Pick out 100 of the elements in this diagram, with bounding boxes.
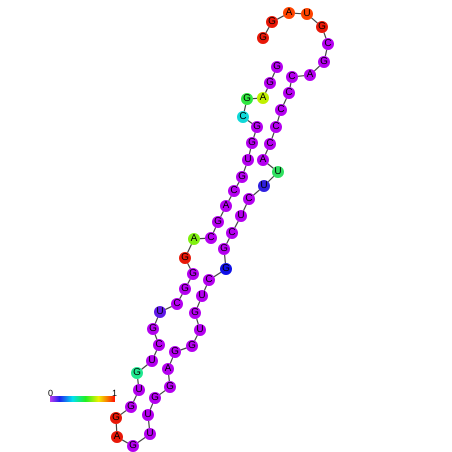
backbone-line bbox=[212, 227, 216, 233]
backbone-line bbox=[179, 294, 183, 299]
nucleotide-circle: C bbox=[283, 87, 295, 99]
scale-label: 1 bbox=[112, 389, 118, 398]
scale-label: 0 bbox=[48, 389, 54, 398]
backbone-line bbox=[220, 211, 224, 217]
backbone-line bbox=[154, 334, 158, 340]
nucleotide-circle: A bbox=[304, 69, 316, 81]
nucleotide-circle: C bbox=[322, 38, 334, 50]
nucleotide-circle: U bbox=[144, 428, 156, 440]
backbone-line bbox=[224, 254, 226, 264]
nucleotide-circle: G bbox=[169, 346, 181, 358]
nucleotide-circle: G bbox=[131, 367, 143, 379]
backbone-line bbox=[283, 98, 287, 105]
backbone-line bbox=[194, 335, 198, 341]
nucleotide-circle: G bbox=[127, 440, 139, 452]
nucleotide-circle: G bbox=[251, 121, 263, 133]
backbone-line bbox=[243, 204, 247, 211]
nucleotide-circle: A bbox=[162, 363, 174, 375]
backbone-line bbox=[267, 163, 274, 169]
nucleotide-circle: G bbox=[186, 340, 198, 352]
backbone-line bbox=[226, 238, 230, 244]
nucleotide-circle: C bbox=[286, 71, 298, 83]
nucleotide-circle: G bbox=[220, 263, 232, 275]
nucleotide-circle: G bbox=[246, 137, 258, 149]
backbone-line bbox=[187, 279, 191, 284]
nucleotide-circle: C bbox=[237, 111, 249, 123]
nucleotide-circle: C bbox=[275, 104, 287, 116]
nucleotide-circle: G bbox=[241, 93, 253, 105]
nucleotide-circle: U bbox=[272, 166, 284, 178]
backbone-line bbox=[204, 285, 208, 291]
nucleotide-circle: G bbox=[149, 392, 161, 404]
backbone-line bbox=[165, 306, 172, 310]
nucleotide-circle: G bbox=[179, 283, 191, 295]
nucleotide-circle: G bbox=[266, 16, 278, 28]
nucleotide-circle: C bbox=[264, 138, 276, 150]
nucleotide-circle: C bbox=[171, 298, 183, 310]
nucleotide-circle: A bbox=[257, 92, 269, 104]
backbone-line bbox=[248, 148, 252, 154]
nucleotide-circle: U bbox=[146, 355, 158, 367]
nucleotide-circle: G bbox=[187, 268, 199, 280]
nucleotide-circle: C bbox=[205, 232, 217, 244]
backbone-line bbox=[272, 72, 276, 78]
backbone-line bbox=[168, 374, 170, 382]
nucleotide-circle: U bbox=[154, 306, 166, 318]
backbone-line bbox=[311, 17, 318, 24]
nucleotide-circle: C bbox=[228, 185, 240, 197]
nucleotide-circle: G bbox=[257, 32, 269, 44]
backbone-line bbox=[277, 116, 280, 122]
nucleotide-circle: U bbox=[196, 290, 208, 302]
backbone-line bbox=[324, 50, 328, 56]
backbone-line bbox=[137, 378, 139, 384]
backbone-line bbox=[122, 439, 128, 444]
backbone-line bbox=[138, 436, 146, 444]
backbone-line bbox=[244, 104, 246, 112]
nucleotide-circle: U bbox=[258, 180, 270, 192]
backbone-line bbox=[187, 263, 191, 269]
backbone-line bbox=[290, 82, 292, 88]
backbone-line bbox=[187, 244, 192, 253]
backbone-line bbox=[253, 189, 260, 196]
nucleotide-circle: A bbox=[111, 431, 123, 443]
nucleotide-circle: G bbox=[110, 412, 122, 424]
nucleotide-circle: G bbox=[218, 243, 230, 255]
nucleotide-circle: C bbox=[243, 193, 255, 205]
nucleotide-circle: U bbox=[242, 154, 254, 166]
nucleotide-circle: C bbox=[226, 227, 238, 239]
backbone-line bbox=[277, 15, 284, 20]
nucleotide-circle: C bbox=[270, 121, 282, 133]
nucleotide-circle: U bbox=[133, 384, 145, 396]
nucleotide-circle: C bbox=[203, 274, 215, 286]
nucleotide-circle: U bbox=[235, 210, 247, 222]
nucleotide-circle: G bbox=[271, 61, 283, 73]
nucleotide-circle: U bbox=[194, 324, 206, 336]
nucleotide-circle: U bbox=[301, 8, 313, 20]
nucleotide-circle: G bbox=[179, 252, 191, 264]
nucleotide-circle: A bbox=[188, 233, 200, 245]
backbone-line bbox=[228, 196, 232, 201]
nucleotide-circle: G bbox=[318, 56, 330, 68]
backbone-line bbox=[133, 395, 137, 402]
nucleotide-circle: G bbox=[147, 323, 159, 335]
nucleotide-circle: G bbox=[212, 216, 224, 228]
nucleotide-circle: A bbox=[283, 7, 295, 19]
backbone-line bbox=[116, 424, 118, 432]
backbone-line bbox=[265, 88, 268, 93]
nucleotide-circle: G bbox=[164, 381, 176, 393]
nucleotide-circle: A bbox=[220, 200, 232, 212]
nucleotide-circle: U bbox=[142, 409, 154, 421]
nucleotide-circle: G bbox=[316, 21, 328, 33]
backbone-line bbox=[265, 26, 270, 34]
nucleotide-circle: G bbox=[264, 77, 276, 89]
backbone-line bbox=[148, 420, 150, 428]
backbone-line bbox=[154, 350, 158, 356]
backbone-line bbox=[196, 318, 199, 324]
backbone-line bbox=[294, 12, 302, 14]
backbone-line bbox=[298, 75, 304, 77]
nucleotide-circle: G bbox=[189, 307, 201, 319]
backbone-line bbox=[234, 221, 239, 228]
nucleotide-circle: C bbox=[153, 339, 165, 351]
nucleotide-circle: A bbox=[257, 154, 269, 166]
backbone-line bbox=[264, 149, 268, 155]
